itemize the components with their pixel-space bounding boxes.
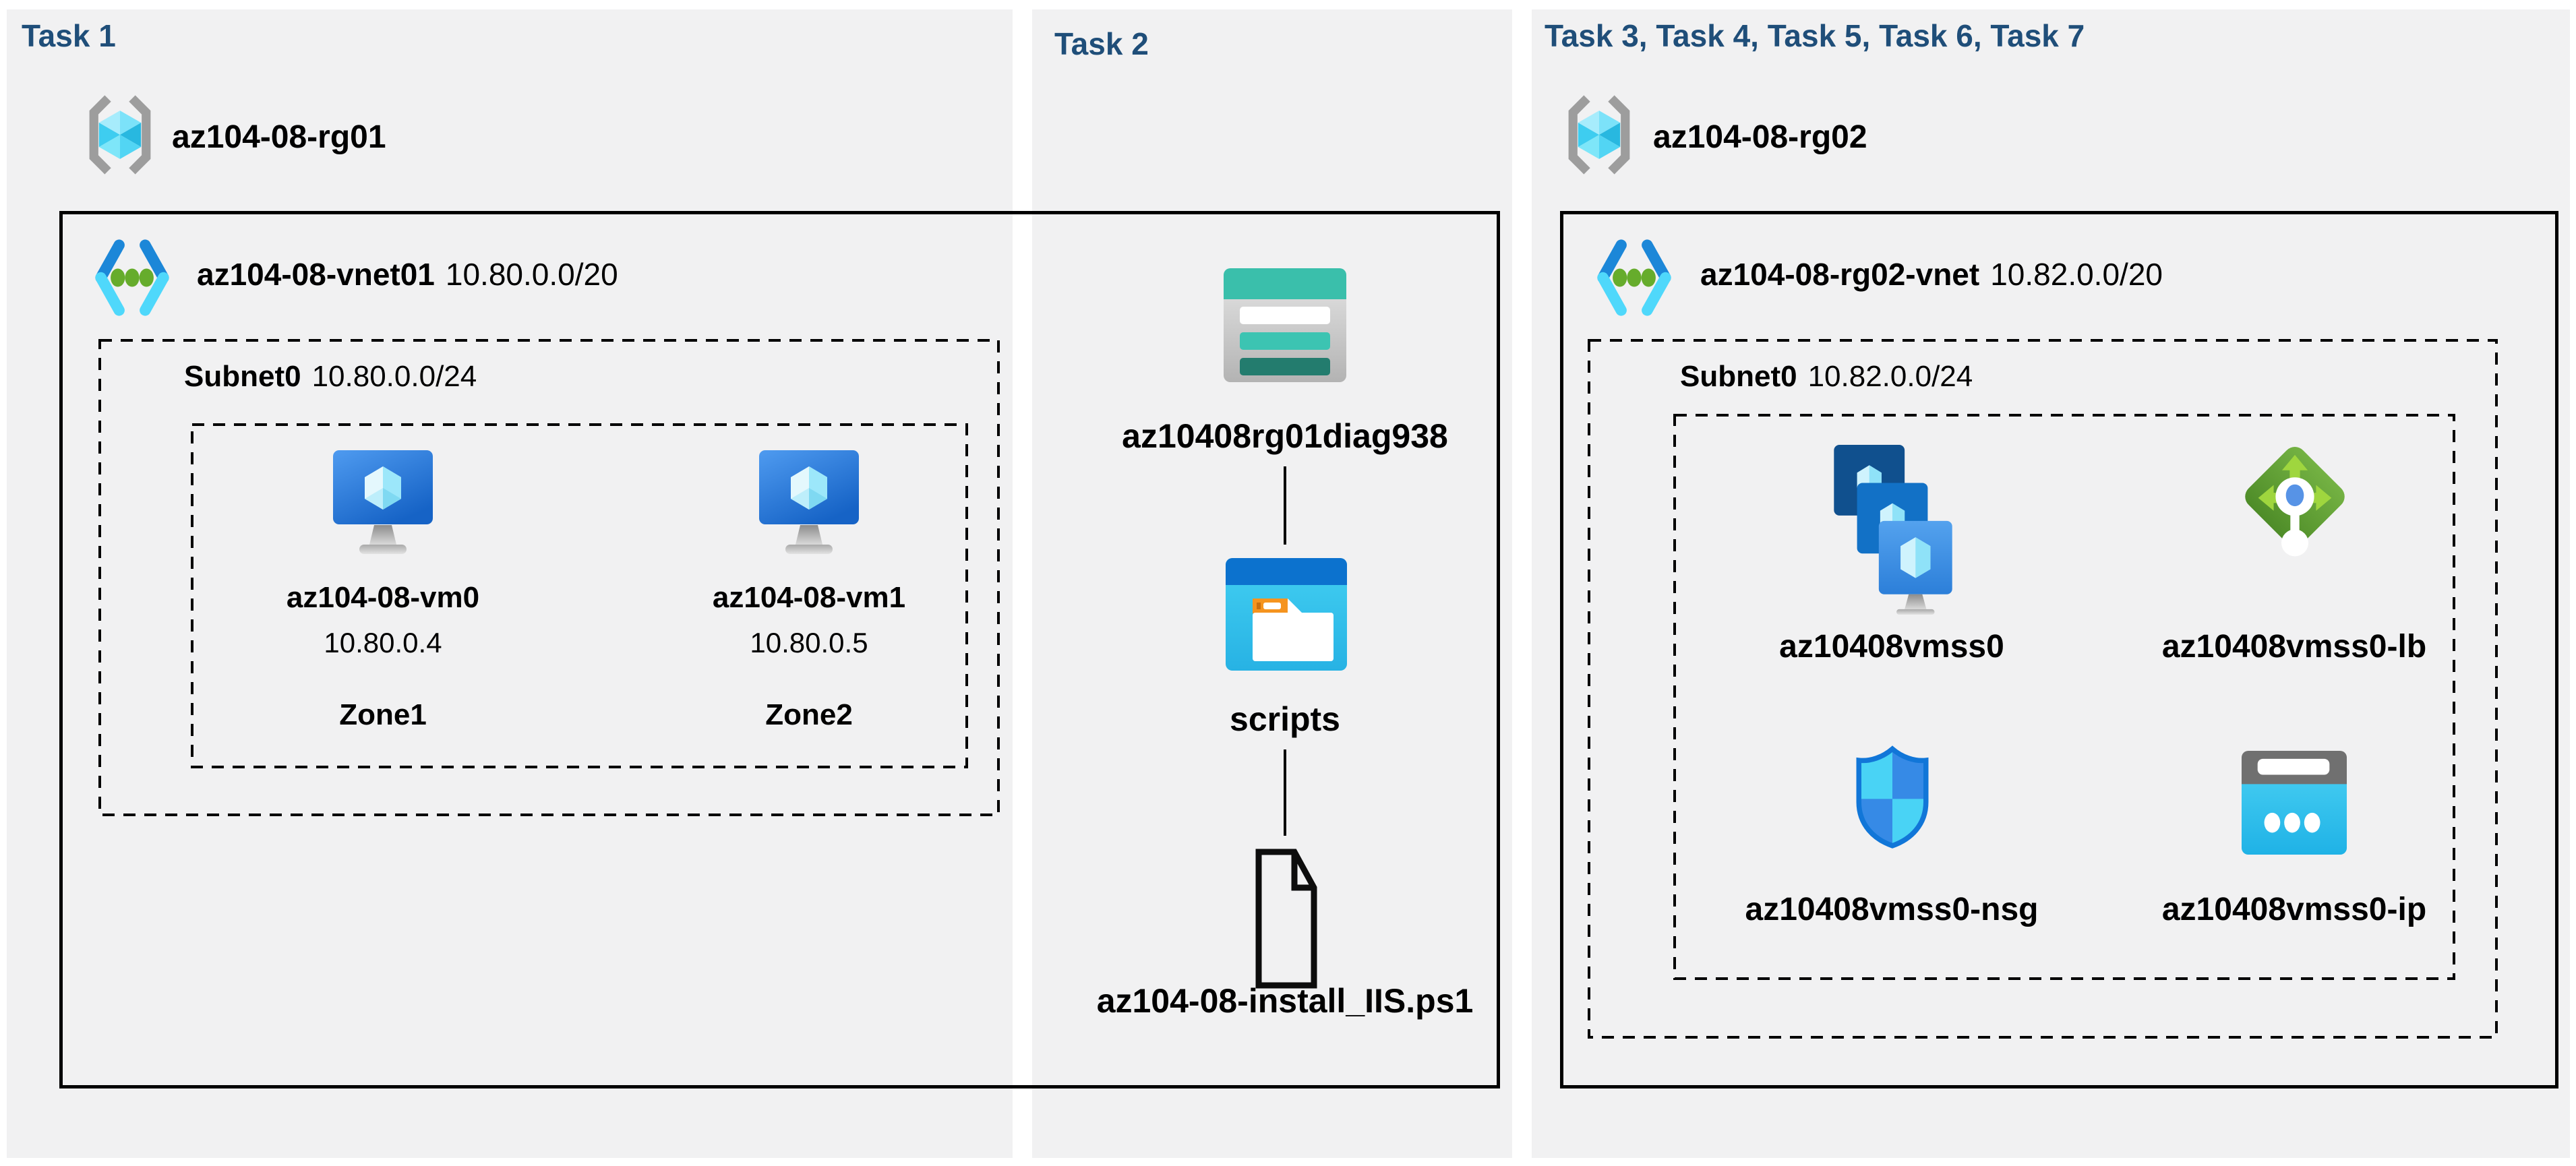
subnet-cidr: 10.80.0.0/24 bbox=[311, 360, 477, 393]
storage-account-icon bbox=[1224, 268, 1346, 386]
blob-container-name: scripts bbox=[1230, 700, 1340, 738]
subnet0-label-task1: Subnet0 10.80.0.0/24 bbox=[184, 360, 477, 394]
vnet01-boundary-box bbox=[59, 211, 1500, 1088]
vm0-zone: Zone1 bbox=[339, 698, 427, 731]
vmss-resources-box bbox=[1673, 414, 2455, 980]
resource-group-name: az104-08-rg01 bbox=[172, 119, 386, 155]
subnet0-box-task3to7 bbox=[1588, 339, 2498, 1039]
vm1-zone: Zone2 bbox=[765, 698, 853, 731]
virtual-machine-icon bbox=[332, 450, 433, 561]
subnet-name: Subnet0 bbox=[184, 360, 301, 393]
blob-container-icon bbox=[1226, 558, 1347, 674]
vnet-name: az104-08-rg02-vnet bbox=[1700, 257, 1980, 292]
resource-group-icon bbox=[85, 93, 155, 180]
vmss-name: az10408vmss0 bbox=[1779, 629, 2004, 665]
resource-group-name: az104-08-rg02 bbox=[1653, 119, 1867, 155]
file-name: az104-08-install_IIS.ps1 bbox=[1096, 982, 1474, 1020]
load-balancer-name: az10408vmss0-lb bbox=[2161, 629, 2427, 665]
vnet-cidr: 10.80.0.0/20 bbox=[445, 257, 618, 292]
vm-scale-set-icon bbox=[1831, 445, 1954, 618]
resource-group-icon bbox=[1564, 93, 1634, 180]
public-ip-icon bbox=[2240, 749, 2348, 859]
virtual-network-icon bbox=[93, 239, 171, 320]
storage-account-name: az10408rg01diag938 bbox=[1122, 417, 1448, 455]
subnet0-label-task3to7: Subnet0 10.82.0.0/24 bbox=[1680, 360, 1973, 394]
connector-storage-to-container bbox=[1284, 466, 1286, 545]
vnet-name: az104-08-vnet01 bbox=[197, 257, 435, 292]
connector-container-to-file bbox=[1284, 749, 1286, 836]
task3to7-panel bbox=[1532, 9, 2570, 1158]
task2-title: Task 2 bbox=[1054, 26, 1149, 61]
vm1-ip: 10.80.0.5 bbox=[750, 627, 868, 658]
task1-panel bbox=[7, 9, 1013, 1158]
task1-title: Task 1 bbox=[22, 18, 116, 53]
virtual-network-icon bbox=[1595, 239, 1673, 320]
subnet-cidr: 10.82.0.0/24 bbox=[1807, 360, 1973, 393]
network-security-group-icon bbox=[1851, 745, 1934, 853]
task3to7-title: Task 3, Task 4, Task 5, Task 6, Task 7 bbox=[1545, 18, 2085, 53]
file-icon bbox=[1254, 848, 1319, 993]
nsg-name: az10408vmss0-nsg bbox=[1745, 892, 2039, 927]
load-balancer-icon bbox=[2240, 441, 2349, 577]
subnet-name: Subnet0 bbox=[1680, 360, 1797, 393]
rg02-boundary-box bbox=[1560, 211, 2558, 1088]
public-ip-name: az10408vmss0-ip bbox=[2161, 892, 2427, 927]
vnet-cidr: 10.82.0.0/20 bbox=[1990, 257, 2163, 292]
subnet0-box-task1 bbox=[98, 339, 1000, 816]
vnet-label: az104-08-vnet01 10.80.0.0/20 bbox=[197, 256, 618, 293]
virtual-machine-icon bbox=[758, 450, 860, 561]
vm0-ip: 10.80.0.4 bbox=[324, 627, 442, 658]
vnet-label: az104-08-rg02-vnet 10.82.0.0/20 bbox=[1700, 256, 2163, 293]
zones-box bbox=[191, 423, 968, 768]
vm0-name: az104-08-vm0 bbox=[286, 581, 480, 614]
vm1-name: az104-08-vm1 bbox=[712, 581, 906, 614]
